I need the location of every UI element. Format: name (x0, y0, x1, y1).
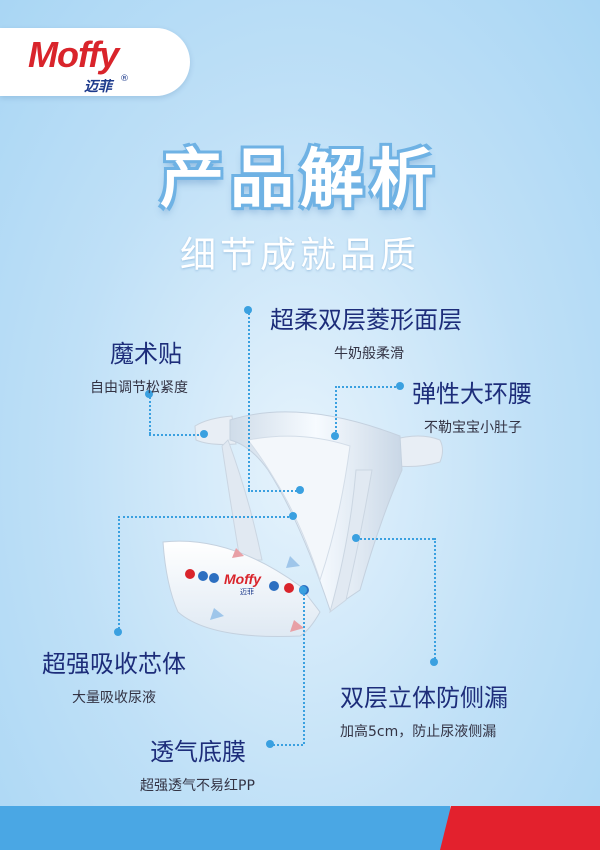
page-title: 产品解析 (160, 143, 440, 217)
leader-left-bottom-end-dot (289, 512, 297, 520)
page-subtitle: 细节成就品质 (179, 235, 420, 276)
leader-right-top (335, 386, 337, 436)
leader-top-dot (244, 306, 252, 314)
left-ruffle (221, 439, 263, 561)
diaper-inner (247, 435, 351, 582)
feature-title: 双层立体防侧漏 (340, 684, 508, 712)
diaper-print-brand: Moffy (224, 571, 262, 587)
leader-center-bottom-h (270, 744, 303, 746)
feature-velcro: 魔术贴 自由调节松紧度 (90, 334, 188, 397)
brand-name-cn: 迈菲 (84, 78, 112, 94)
brand-name: Moffy (28, 34, 119, 75)
leader-left-bottom-h (118, 516, 293, 518)
feature-title: 魔术贴 (110, 340, 182, 368)
leader-right-bottom (434, 538, 436, 662)
registered-mark: ® (120, 74, 129, 84)
feature-desc: 大量吸收尿液 (72, 690, 156, 706)
right-ruffle (329, 469, 373, 614)
leader-left-top (149, 394, 151, 434)
feature-title: 弹性大环腰 (412, 380, 532, 408)
diaper-print-brand-cn: 迈菲 (240, 587, 254, 596)
leader-right-top-end-dot (331, 432, 339, 440)
feature-desc: 加高5cm，防止尿液侧漏 (340, 724, 497, 740)
leader-top-h (248, 490, 300, 492)
leader-left-bottom (118, 516, 120, 632)
leader-center-bottom (303, 590, 305, 744)
feature-desc: 自由调节松紧度 (90, 380, 188, 396)
leader-left-bottom-dot (114, 628, 122, 636)
feature-desc: 牛奶般柔滑 (334, 346, 404, 362)
feature-leakguard: 双层立体防侧漏 加高5cm，防止尿液侧漏 (340, 678, 508, 741)
feature-core: 超强吸收芯体 大量吸收尿液 (42, 644, 186, 707)
leader-top-end-dot (296, 486, 304, 494)
leader-left-top-dot (145, 390, 153, 398)
leader-right-bottom-h (356, 538, 434, 540)
footer-red-bar (440, 806, 600, 850)
right-tab (391, 435, 443, 467)
brand-logo: Moffy 迈菲 ® (0, 28, 190, 96)
feature-desc: 超强透气不易红PP (140, 778, 255, 794)
leader-right-bottom-dot (430, 658, 438, 666)
leader-center-bottom-dot (266, 740, 274, 748)
leader-right-top-dot (396, 382, 404, 390)
leader-top (248, 310, 250, 490)
feature-title: 超柔双层菱形面层 (270, 306, 462, 334)
leader-left-top-h (149, 434, 203, 436)
feature-waistband: 弹性大环腰 不勒宝宝小肚子 (412, 374, 532, 437)
feature-title: 超强吸收芯体 (42, 650, 186, 678)
feature-topsheet: 超柔双层菱形面层 牛奶般柔滑 (270, 300, 462, 363)
feature-backsheet: 透气底膜 超强透气不易红PP (140, 732, 255, 795)
leader-right-bottom-end-dot (352, 534, 360, 542)
leader-right-top-h (335, 386, 400, 388)
feature-desc: 不勒宝宝小肚子 (424, 420, 522, 436)
feature-title: 透气底膜 (150, 738, 246, 766)
leader-left-top-end-dot (200, 430, 208, 438)
footer-blue-bar (0, 806, 450, 850)
leader-center-bottom-end-dot (299, 586, 307, 594)
